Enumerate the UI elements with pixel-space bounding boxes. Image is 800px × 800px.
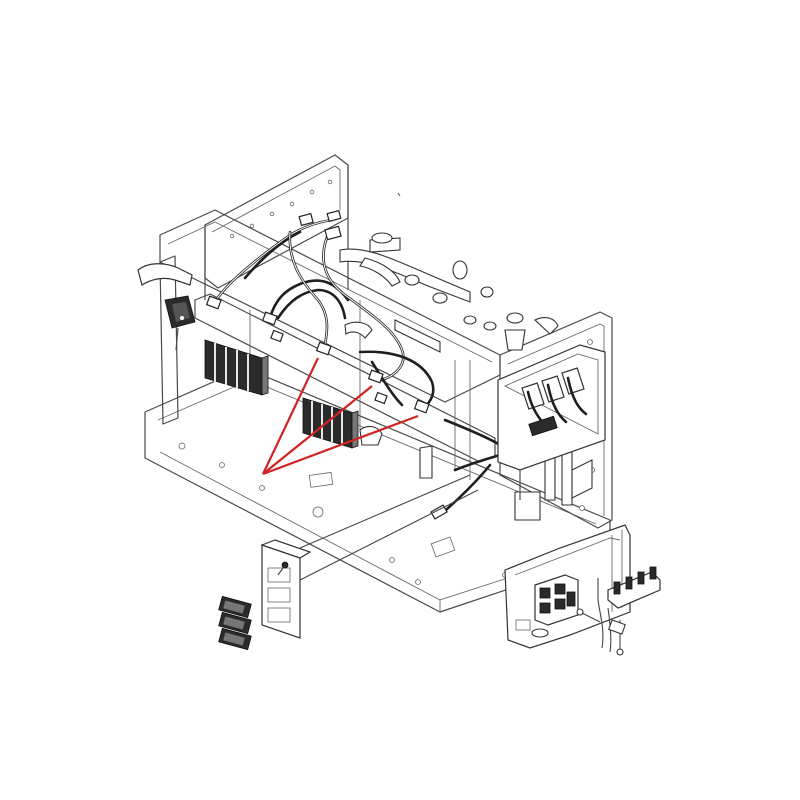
callout-line bbox=[262, 357, 319, 475]
switch-panel-bracket bbox=[260, 539, 312, 639]
callout-line bbox=[262, 414, 419, 476]
keypad-left-small bbox=[164, 295, 196, 351]
steam-wand bbox=[137, 263, 193, 286]
hydraulic-pipes bbox=[339, 232, 593, 521]
keypad-left-large bbox=[204, 339, 269, 396]
relay-box bbox=[504, 524, 631, 649]
tick-mark bbox=[397, 192, 401, 197]
terminal-block bbox=[576, 566, 661, 656]
wiring-harness bbox=[205, 209, 502, 520]
callout-lines bbox=[262, 357, 419, 476]
electrical-control-box bbox=[497, 344, 606, 500]
leader-lines bbox=[299, 474, 479, 581]
exploded-keypad bbox=[218, 595, 252, 651]
callout-line bbox=[262, 385, 373, 475]
